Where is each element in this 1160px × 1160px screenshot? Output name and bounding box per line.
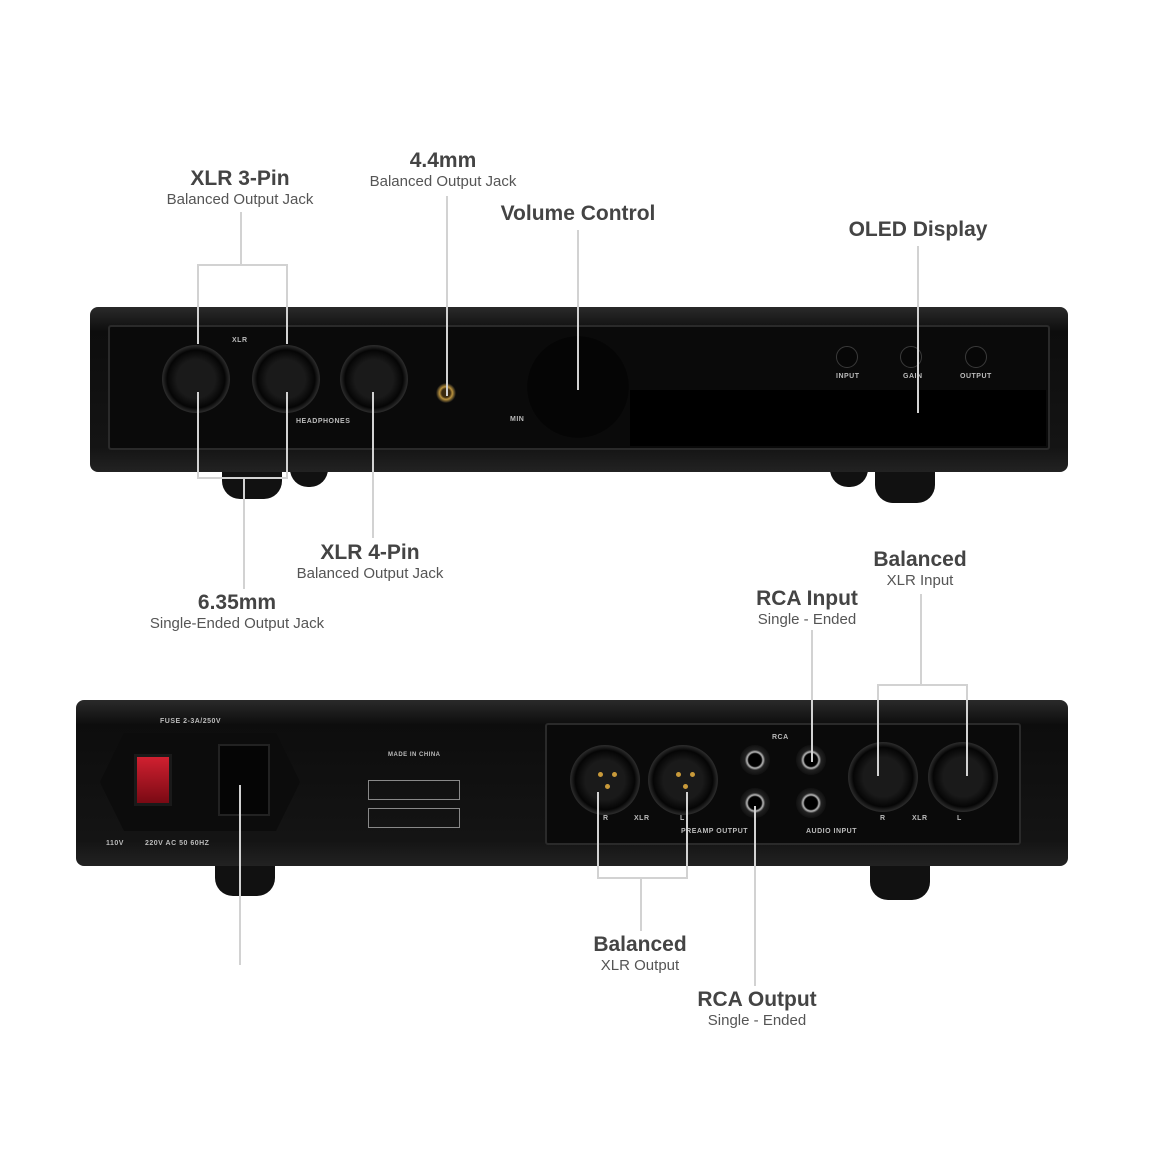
leader-line <box>811 630 813 762</box>
output-label: OUTPUT <box>960 373 992 380</box>
xlr-input-left[interactable] <box>928 742 998 812</box>
leader-line <box>372 392 374 538</box>
leader-line <box>877 684 879 776</box>
callout-title: XLR 4-Pin <box>320 541 420 564</box>
headphones-label: HEADPHONES <box>296 418 351 425</box>
input-button[interactable] <box>836 346 858 368</box>
leader-line <box>577 230 579 390</box>
callout-subtitle: Single - Ended <box>757 611 857 628</box>
leader-line <box>920 594 922 685</box>
output-button[interactable] <box>965 346 987 368</box>
r-label: R <box>880 815 886 822</box>
callout-title: XLR 3-Pin <box>190 167 290 190</box>
leader-line <box>243 477 245 589</box>
leader-line <box>597 877 688 879</box>
leader-line <box>686 792 688 879</box>
power-inlet <box>218 744 270 816</box>
warning-label <box>368 808 460 828</box>
foot <box>215 860 275 896</box>
xlr-label: XLR <box>232 337 248 344</box>
min-label: MIN <box>510 416 525 423</box>
leader-line <box>197 264 199 344</box>
warning-label <box>368 780 460 800</box>
rca-output-right[interactable] <box>740 745 770 775</box>
callout-title: Balanced <box>873 548 967 571</box>
l-label: L <box>680 815 685 822</box>
preamp-output-label: PREAMP OUTPUT <box>681 828 749 835</box>
leader-line <box>754 806 756 986</box>
r-label: R <box>603 815 609 822</box>
xlr-label: XLR <box>912 815 928 822</box>
leader-line <box>446 196 448 396</box>
callout-volume-control: Volume Control <box>501 203 656 225</box>
callout-title: RCA Input <box>756 587 858 610</box>
callout-subtitle: Balanced Output Jack <box>369 173 517 190</box>
callout-title: Balanced <box>593 933 687 956</box>
rca-label: RCA <box>772 734 789 741</box>
leader-line <box>197 477 288 479</box>
callout-subtitle: Single-Ended Output Jack <box>149 615 325 632</box>
leader-line <box>197 392 199 478</box>
leader-line <box>239 785 241 965</box>
leader-line <box>597 792 599 879</box>
leader-line <box>877 684 968 686</box>
xlr-output-left[interactable] <box>648 745 718 815</box>
leader-line <box>240 212 242 265</box>
callout-title: OLED Display <box>848 218 988 241</box>
gain-button[interactable] <box>900 346 922 368</box>
foot <box>870 860 930 900</box>
callout-title: 6.35mm <box>197 591 277 614</box>
input-label: INPUT <box>836 373 860 380</box>
callout-title: 4.4mm <box>409 149 477 172</box>
power-switch[interactable] <box>134 754 172 806</box>
leader-line <box>286 392 288 478</box>
callout-subtitle: XLR Input <box>886 572 954 589</box>
leader-line <box>198 264 288 266</box>
made-in-china-label: MADE IN CHINA <box>388 752 441 758</box>
xlr-3pin-jack-left[interactable] <box>162 345 230 413</box>
l-label: L <box>957 815 962 822</box>
callout-oled-display: OLED Display <box>849 219 988 241</box>
leader-line <box>640 877 642 931</box>
220v-label: 220V AC 50 60HZ <box>145 840 210 847</box>
callout-subtitle: Single - Ended <box>707 1012 807 1029</box>
fuse-label: FUSE 2-3A/250V <box>160 718 222 725</box>
callout-subtitle: Balanced Output Jack <box>166 191 314 208</box>
callout-title: RCA Output <box>697 988 817 1011</box>
leader-line <box>286 264 288 344</box>
leader-line <box>966 684 968 776</box>
callout-subtitle: Balanced Output Jack <box>296 565 444 582</box>
leader-line <box>917 246 919 413</box>
xlr-4pin-jack[interactable] <box>340 345 408 413</box>
xlr-label: XLR <box>634 815 650 822</box>
callout-subtitle: XLR Output <box>600 957 680 974</box>
xlr-input-right[interactable] <box>848 742 918 812</box>
rca-input-left[interactable] <box>796 788 826 818</box>
xlr-output-right[interactable] <box>570 745 640 815</box>
power-module <box>100 733 300 831</box>
audio-input-label: AUDIO INPUT <box>806 828 857 835</box>
110v-label: 110V <box>106 840 124 847</box>
callout-title: Volume Control <box>500 202 656 225</box>
gain-label: GAIN <box>903 373 923 380</box>
oled-display <box>630 390 1046 446</box>
